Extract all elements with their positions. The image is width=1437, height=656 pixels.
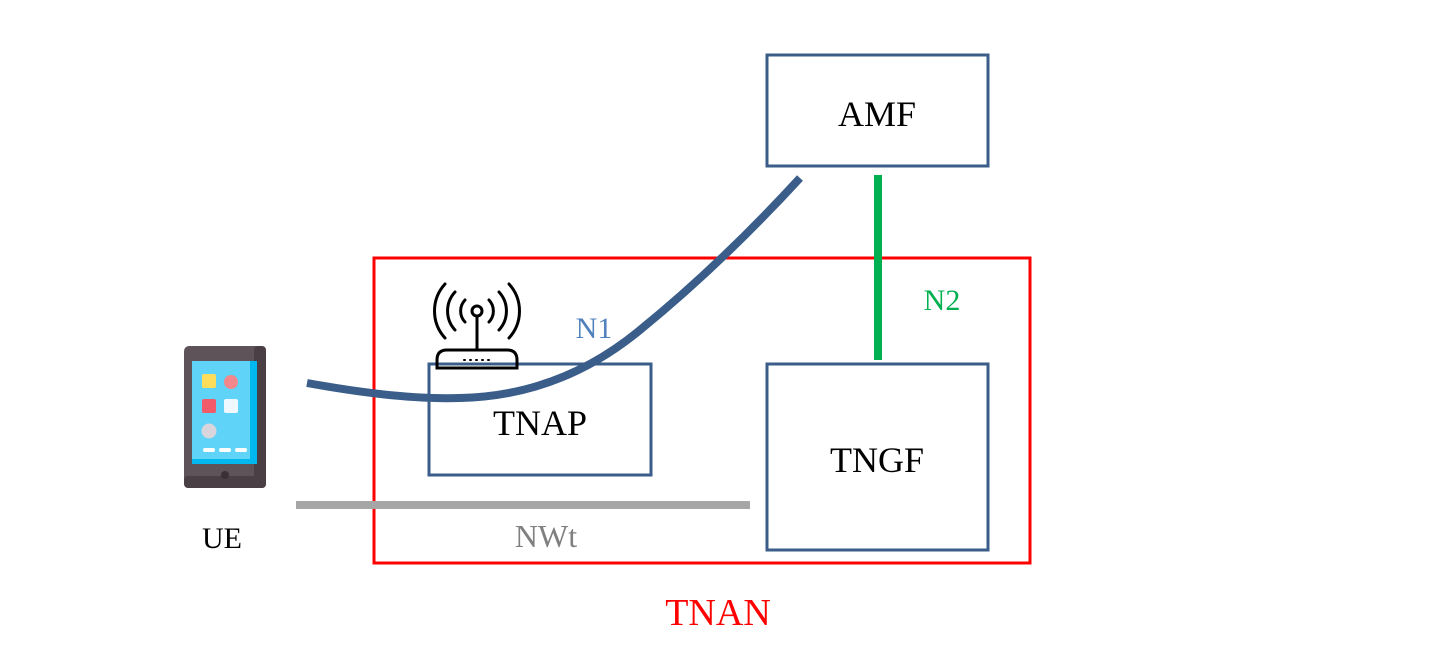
tngf-label: TNGF <box>830 440 924 480</box>
tnap-label: TNAP <box>493 403 587 443</box>
tngf-box[interactable] <box>765 362 990 552</box>
wifi-router-icon <box>433 282 521 370</box>
tnan-boundary <box>372 256 1032 565</box>
n1-label: N1 <box>576 312 613 345</box>
tnap-box[interactable] <box>427 362 653 477</box>
nwt-label: NWt <box>515 518 577 554</box>
amf-box[interactable] <box>765 53 990 168</box>
ue-label: UE <box>202 522 242 555</box>
n1-link <box>306 175 803 403</box>
smartphone-icon <box>184 346 266 488</box>
n2-label: N2 <box>924 284 961 317</box>
amf-label: AMF <box>838 94 916 134</box>
tnan-label: TNAN <box>665 592 771 634</box>
